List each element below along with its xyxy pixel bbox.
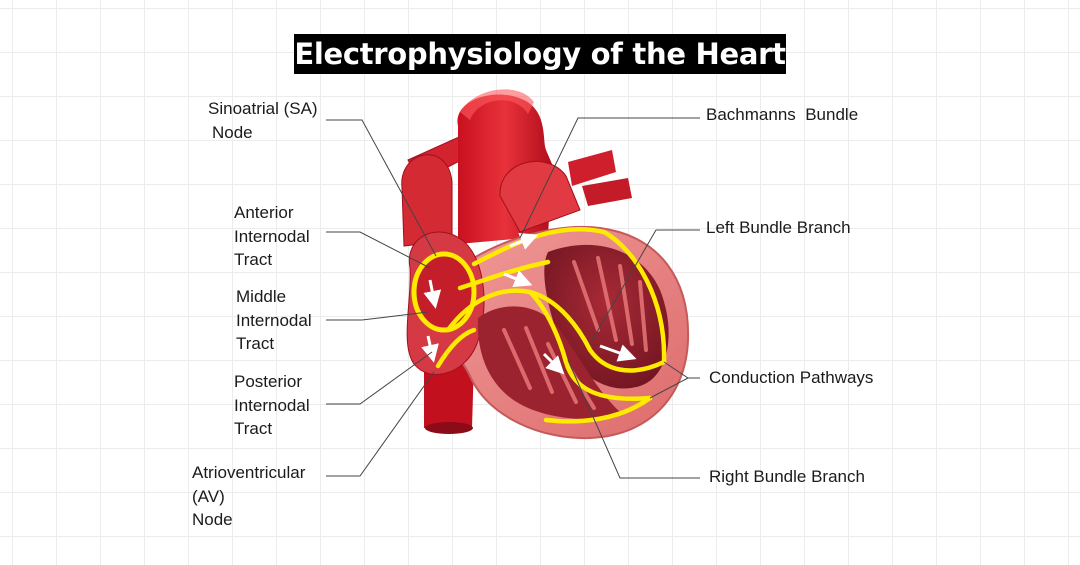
label-av-node: Atrioventricular (AV) Node bbox=[192, 463, 306, 529]
ivc-opening bbox=[425, 422, 473, 434]
label-right-bundle-branch: Right Bundle Branch bbox=[709, 467, 865, 486]
label-anterior-internodal-tract: Anterior Internodal Tract bbox=[234, 203, 310, 269]
sa-node-ring bbox=[411, 251, 477, 333]
page-title: Electrophysiology of the Heart bbox=[294, 34, 786, 74]
leader-lines bbox=[326, 117, 700, 479]
superior-vena-cava bbox=[401, 154, 453, 247]
label-left-bundle-branch: Left Bundle Branch bbox=[706, 218, 851, 237]
impulse-arrows bbox=[421, 232, 637, 375]
inferior-vena-cava bbox=[424, 360, 474, 428]
label-sa-node: Sinoatrial (SA) Node bbox=[208, 99, 318, 142]
pulmonary-vein-right-2 bbox=[582, 178, 632, 206]
pulmonary-vein-right bbox=[568, 150, 616, 186]
trabeculae bbox=[502, 256, 648, 410]
conduction-pathways bbox=[435, 226, 667, 424]
label-posterior-internodal-tract: Posterior Internodal Tract bbox=[234, 372, 310, 438]
aortic-arch bbox=[460, 89, 534, 120]
label-middle-internodal-tract: Middle Internodal Tract bbox=[236, 287, 312, 353]
label-bachmanns-bundle: Bachmanns Bundle bbox=[706, 105, 859, 124]
left-ventricle-chamber bbox=[544, 244, 669, 389]
label-conduction-pathways: Conduction Pathways bbox=[709, 368, 874, 387]
